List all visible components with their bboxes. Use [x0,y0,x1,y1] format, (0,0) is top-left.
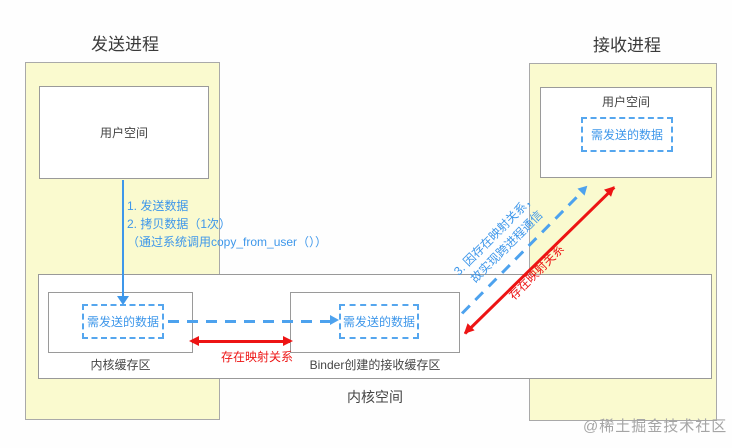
mapping-arrow-horizontal [192,340,290,343]
receiver-data-label: 需发送的数据 [590,128,663,142]
arrowhead-right-icon [283,336,293,346]
step2-detail-text: （通过系统调用copy_from_user（）） [127,235,328,249]
receiver-user-space-box: 用户空间 需发送的数据 [540,87,712,178]
receiver-user-space-label: 用户空间 [601,95,650,109]
mapping-label-horizontal: 存在映射关系 [221,350,294,364]
receiver-data-box: 需发送的数据 [581,117,673,152]
step1-text: 1. 发送数据 [127,199,189,213]
binder-buffer-data-box: 需发送的数据 [339,304,419,339]
sender-process-title: 发送进程 [91,35,159,54]
sender-user-space-box: 用户空间 [39,86,209,179]
send-data-arrow [122,180,124,297]
copy-steps-annotation: 1. 发送数据 2. 拷贝数据（1次） （通过系统调用copy_from_use… [127,197,327,251]
receiver-process-title: 接收进程 [593,36,661,55]
kernel-buffer-data-box: 需发送的数据 [82,304,164,339]
kernel-space-label: 内核空间 [347,389,403,405]
arrowhead-left-icon [189,336,199,346]
buffer-copy-dashed-arrow [168,320,330,323]
watermark: @稀土掘金技术社区 [583,418,728,435]
sender-user-space-label: 用户空间 [99,126,148,140]
arrowhead-down-icon [117,296,129,305]
arrowhead-right-icon [330,315,339,325]
kernel-buffer-label: 内核缓存区 [90,358,151,372]
kernel-buffer-data-label: 需发送的数据 [86,315,159,329]
step2-text: 2. 拷贝数据（1次） [127,217,232,231]
binder-buffer-label: Binder创建的接收缓存区 [309,358,441,372]
binder-buffer-data-label: 需发送的数据 [342,315,415,329]
